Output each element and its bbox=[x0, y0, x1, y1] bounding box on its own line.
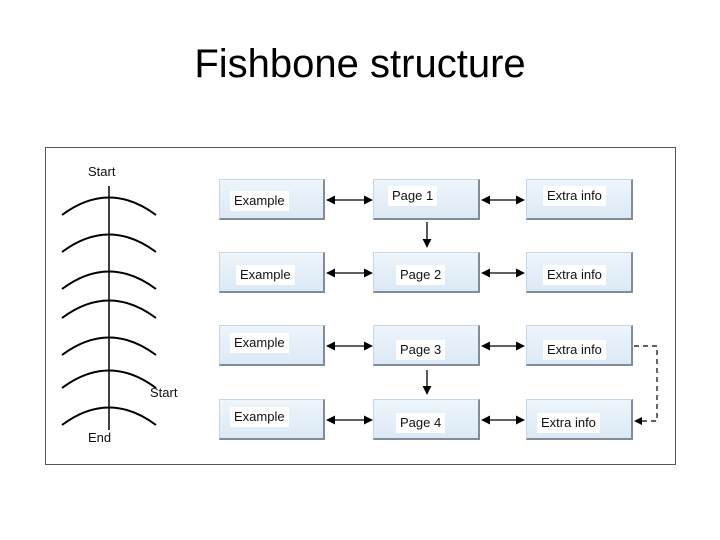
page-box-label: Page 1 bbox=[388, 186, 438, 206]
fishbone-rib bbox=[61, 299, 157, 319]
page-box-label: Page 3 bbox=[396, 340, 446, 360]
dashed-loop-connector bbox=[634, 345, 658, 422]
example-box-3[interactable]: Example bbox=[219, 325, 325, 366]
extra-info-box-1[interactable]: Extra info bbox=[526, 179, 633, 220]
page-box-label: Page 2 bbox=[396, 265, 446, 285]
extra-info-label: Extra info bbox=[543, 186, 606, 206]
extra-info-box-2[interactable]: Extra info bbox=[526, 252, 633, 293]
fishbone-rib bbox=[61, 270, 157, 290]
fishbone-rib bbox=[61, 196, 157, 216]
example-box-label: Example bbox=[236, 265, 295, 285]
fishbone-rib bbox=[61, 336, 157, 356]
extra-info-label: Extra info bbox=[543, 340, 606, 360]
extra-info-box-4[interactable]: Extra info bbox=[526, 399, 633, 440]
example-box-label: Example bbox=[230, 333, 289, 353]
extra-info-box-3[interactable]: Extra info bbox=[526, 325, 633, 366]
example-box-label: Example bbox=[230, 191, 289, 211]
fishbone-rib bbox=[61, 233, 157, 253]
fishbone-end-label: End bbox=[88, 430, 112, 445]
example-box-label: Example bbox=[230, 407, 289, 427]
extra-info-label: Extra info bbox=[543, 265, 606, 285]
extra-info-label: Extra info bbox=[537, 413, 600, 433]
page-box-1[interactable]: Page 1 bbox=[373, 179, 480, 220]
page-box-4[interactable]: Page 4 bbox=[373, 399, 480, 440]
example-box-4[interactable]: Example bbox=[219, 399, 325, 440]
fishbone-rib bbox=[61, 369, 157, 389]
page-box-2[interactable]: Page 2 bbox=[373, 252, 480, 293]
fishbone-start-top-label: Start bbox=[88, 164, 116, 179]
page-title: Fishbone structure bbox=[194, 42, 526, 86]
example-box-2[interactable]: Example bbox=[219, 252, 325, 293]
fishbone-rib bbox=[61, 406, 157, 426]
page-box-label: Page 4 bbox=[396, 413, 446, 433]
fishbone-start-bottom-label: Start bbox=[150, 385, 178, 400]
page-box-3[interactable]: Page 3 bbox=[373, 325, 480, 366]
example-box-1[interactable]: Example bbox=[219, 179, 325, 220]
